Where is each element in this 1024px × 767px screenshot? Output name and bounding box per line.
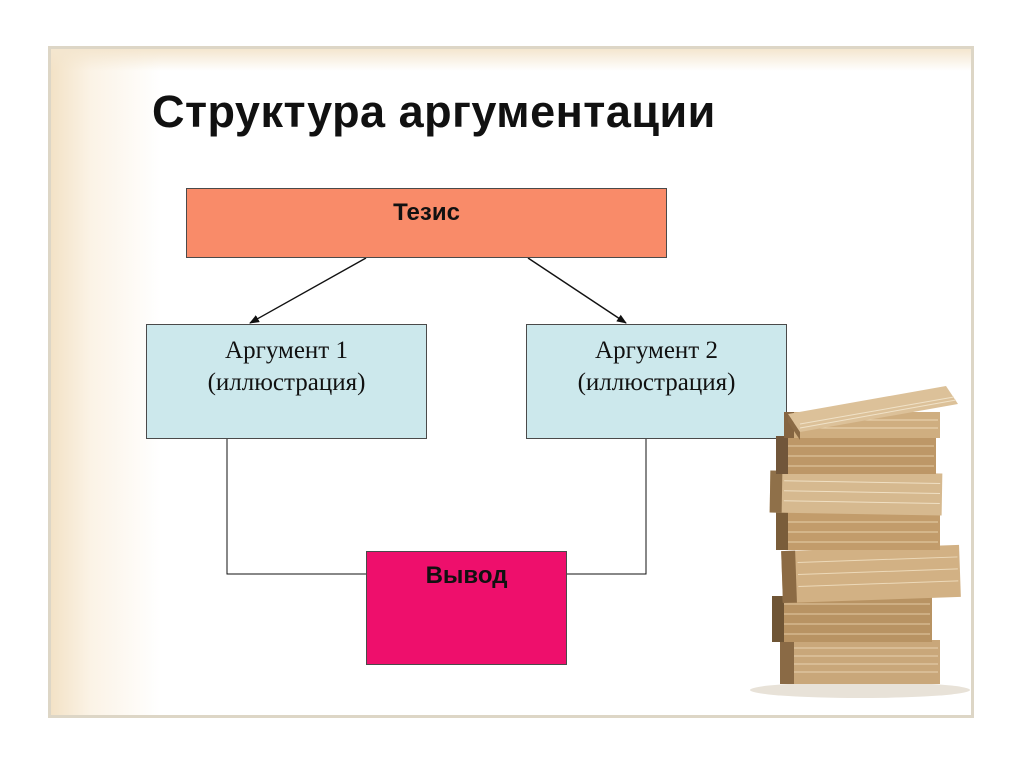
conclusion-label: Вывод — [425, 562, 508, 589]
slide-title: Структура аргументации — [152, 86, 716, 137]
argument1-box: Аргумент 1 (иллюстрация) — [146, 324, 427, 439]
argument2-box: Аргумент 2 (иллюстрация) — [526, 324, 787, 439]
thesis-box: Тезис — [186, 188, 667, 258]
argument1-subtitle: (иллюстрация) — [207, 369, 366, 396]
arrow-thesis-to-argument2 — [527, 257, 627, 324]
connector-argument1-to-conclusion — [226, 439, 366, 575]
frame-top-shade — [51, 49, 971, 71]
argument1-title: Аргумент 1 — [225, 337, 348, 364]
arrow-thesis-to-argument1 — [249, 257, 367, 324]
argument2-title: Аргумент 2 — [595, 337, 718, 364]
connector-argument2-to-conclusion — [567, 439, 647, 575]
conclusion-box: Вывод — [366, 551, 567, 665]
thesis-label: Тезис — [393, 199, 460, 226]
argument2-subtitle: (иллюстрация) — [577, 369, 736, 396]
